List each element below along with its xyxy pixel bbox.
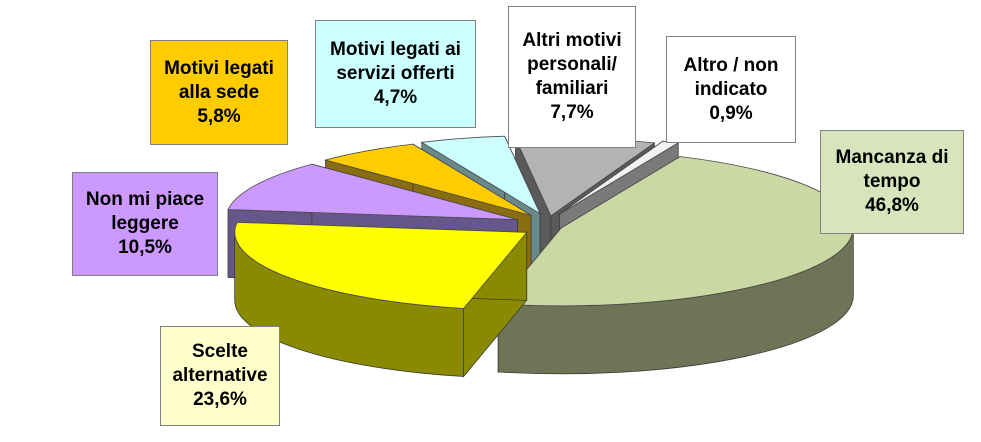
label-text-line: leggere	[111, 213, 179, 234]
label-mancanza-di-tempo: Mancanza di tempo 46,8%	[820, 130, 964, 234]
label-text-line: alternative	[172, 365, 268, 386]
label-altro-non-indicato: Altro / non indicato 0,9%	[666, 36, 796, 143]
label-text-line: Mancanza di	[835, 147, 949, 168]
pie-slice-top	[420, 135, 541, 215]
label-text-line: personali/	[527, 54, 617, 75]
label-text-line: alla sede	[178, 81, 260, 103]
label-text-line: servizi offerti	[336, 63, 455, 84]
label-value: 5,8%	[197, 105, 241, 127]
label-text-line: tempo	[863, 171, 921, 192]
label-text-line: Motivi legati	[164, 57, 274, 79]
label-value: 10,5%	[118, 237, 172, 258]
label-scelte-alternative: Scelte alternative 23,6%	[160, 326, 280, 426]
label-text-line: indicato	[694, 78, 768, 100]
label-text-line: familiari	[535, 78, 609, 99]
label-value: 46,8%	[865, 195, 919, 216]
pie-slice-top	[323, 143, 532, 216]
pie-slice-top	[227, 163, 518, 220]
label-value: 23,6%	[193, 389, 247, 410]
pie-slice-top	[497, 156, 854, 307]
label-non-mi-piace-leggere: Non mi piace leggere 10,5%	[72, 172, 218, 276]
pie-slice-top	[234, 221, 528, 309]
label-motivi-legati-ai-servizi-offerti: Motivi legati ai servizi offerti 4,7%	[315, 20, 476, 128]
pie-slice	[234, 221, 528, 378]
label-text-line: Scelte	[192, 341, 248, 362]
label-text-line: Non mi piace	[85, 189, 205, 210]
label-altri-motivi-personali-familiari: Altri motivi personali/ familiari 7,7%	[508, 6, 636, 148]
label-text-line: Motivi legati ai	[330, 39, 461, 60]
label-value: 4,7%	[373, 87, 418, 108]
label-value: 0,9%	[709, 102, 753, 124]
label-value: 7,7%	[550, 102, 594, 123]
pie-slice	[497, 155, 854, 375]
label-motivi-legati-alla-sede: Motivi legati alla sede 5,8%	[150, 40, 288, 145]
label-text-line: Altri motivi	[522, 30, 622, 51]
label-text-line: Altro / non	[683, 54, 779, 76]
